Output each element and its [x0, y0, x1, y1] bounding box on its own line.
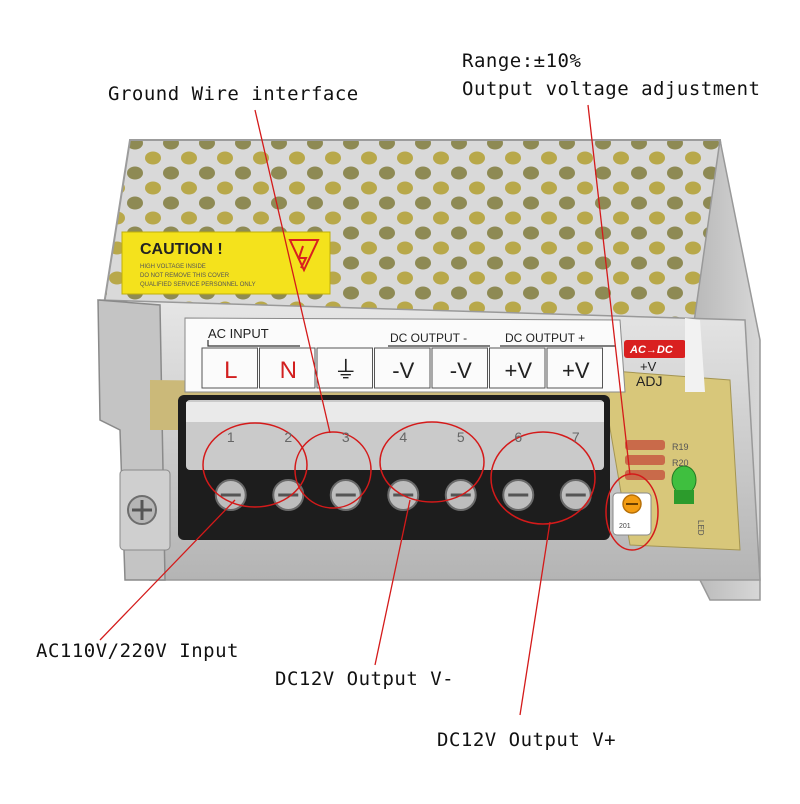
ac-dc-badge: AC→DC: [629, 344, 674, 356]
adjust-callout: Output voltage adjustment: [462, 78, 761, 100]
led-label: LED: [696, 520, 705, 536]
terminal-label-panel: [184, 317, 705, 393]
dc-minus-callout: DC12V Output V-: [275, 668, 455, 690]
terminal-symbol-5: -V: [450, 358, 472, 383]
terminal-number-1: 1: [227, 429, 235, 445]
ac-input-highlight: [202, 422, 308, 508]
annotation-circles: [202, 421, 659, 551]
range-callout: Range:±10%: [462, 50, 582, 72]
adj-label: ADJ: [636, 373, 662, 389]
adjust-potentiometer[interactable]: [612, 492, 652, 536]
terminal-cell-1: [201, 347, 258, 389]
dc-plus-callout: DC12V Output V+: [437, 729, 617, 751]
dc-output-plus-label: DC OUTPUT +: [505, 331, 585, 345]
terminal-cell-4: [374, 347, 431, 389]
led-indicator: [671, 465, 697, 504]
pointer-lines: [99, 104, 631, 716]
terminal-number-2: 2: [284, 429, 292, 445]
terminal-number-4: 4: [399, 429, 407, 445]
dc-output-minus-label: DC OUTPUT -: [390, 331, 467, 345]
terminal-number-6: 6: [514, 429, 522, 445]
terminal-symbol-6: +V: [504, 358, 532, 383]
terminal-number-3: 3: [342, 429, 350, 445]
caution-title: CAUTION !: [140, 241, 223, 258]
terminal-symbol-4: -V: [392, 358, 414, 383]
terminal-cell-3: [316, 347, 373, 389]
terminal-symbol-3: ⏚: [334, 357, 358, 384]
terminal-number-5: 5: [457, 429, 465, 445]
plus-v-adj-label: +V: [640, 359, 657, 374]
caution-line-1: HIGH VOLTAGE INSIDE: [140, 264, 206, 270]
ground-highlight: [294, 431, 372, 509]
caution-line-2: DO NOT REMOVE THIS COVER: [140, 273, 230, 279]
ground-wire-callout: Ground Wire interface: [108, 83, 359, 105]
r19-label: R19: [672, 442, 689, 452]
ac-input-label: AC INPUT: [208, 326, 269, 341]
v-plus-highlight: [490, 431, 596, 525]
ac-input-callout: AC110V/220V Input: [36, 640, 239, 662]
pot-label: 201: [619, 523, 631, 530]
terminal-symbol-1: L: [224, 357, 237, 384]
terminal-symbol-2: N: [280, 357, 297, 384]
r20-label: R20: [672, 458, 689, 468]
pot-highlight: [605, 473, 659, 551]
v-minus-highlight: [379, 421, 485, 503]
terminal-cell-7: [546, 347, 603, 389]
terminal-cell-5: [431, 347, 488, 389]
caution-line-3: QUALIFIED SERVICE PERSONNEL ONLY: [140, 282, 256, 288]
resistors: [625, 440, 665, 480]
terminal-cell-6: [489, 347, 546, 389]
terminal-symbol-7: +V: [562, 358, 590, 383]
terminal-number-7: 7: [572, 429, 580, 445]
